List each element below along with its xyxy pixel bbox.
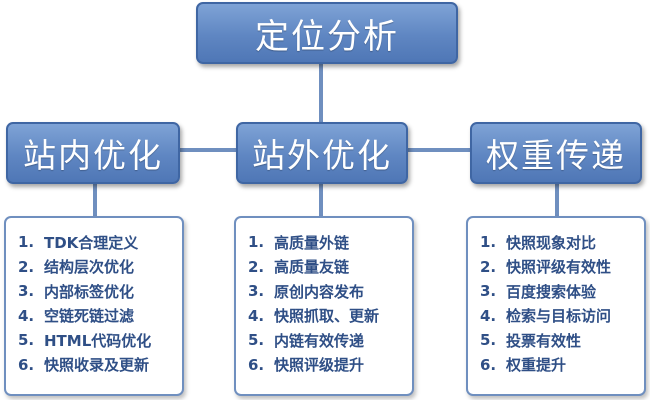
item-number: 4. [18,306,35,325]
item-text: 百度搜索体验 [506,282,597,301]
item-number: 4. [480,306,497,325]
connector-branch-1-down [93,178,97,218]
item-list: 1. 快照现象对比 2. 快照评级有效性 3. 百度搜索体验 4. 检索与目标访问 5.… [480,230,644,377]
item-text: 权重提升 [506,356,567,374]
list-item: 5. 内链有效传递 [248,328,412,352]
item-text: 快照评级有效性 [506,258,612,276]
list-item: 6. 权重提升 [480,353,644,377]
list-item: 3. 原创内容发布 [248,279,412,303]
item-number: 3. [18,282,35,300]
list-item: 1. 高质量外链 [248,230,412,254]
root-label: 定位分析 [255,16,399,57]
connector-branch-3-down [555,178,559,218]
item-text: 检索与目标访问 [506,307,612,325]
list-box-site-external: 1. 高质量外链 2. 高质量友链 3. 原创内容发布 4. 快照抓取、更新 5. 内链有… [234,216,414,396]
list-item: 4. 空链死链过滤 [18,304,182,328]
item-number: 1. [18,233,35,251]
list-item: 1. 快照现象对比 [480,230,644,254]
item-list: 1. TDK合理定义 2. 结构层次优化 3. 内部标签优化 4. 空链死链过滤 5. H… [18,230,182,377]
item-text: 内链有效传递 [274,331,365,350]
item-text: 空链死链过滤 [44,307,135,325]
list-item: 3. 百度搜索体验 [480,279,644,303]
item-text: 结构层次优化 [44,258,135,276]
item-text: 投票有效性 [506,331,582,350]
branch-label: 站内优化 [23,136,163,175]
item-number: 3. [480,282,497,300]
list-item: 2. 快照评级有效性 [480,255,644,279]
branch-label: 权重传递 [486,136,626,175]
root-node: 定位分析 [196,2,458,64]
item-number: 6. [18,355,35,374]
list-item: 3. 内部标签优化 [18,279,182,303]
item-number: 1. [480,233,497,251]
list-item: 5. 投票有效性 [480,328,644,352]
list-item: 6. 快照评级提升 [248,353,412,377]
item-text: 高质量友链 [274,258,350,276]
list-box-weight-transfer: 1. 快照现象对比 2. 快照评级有效性 3. 百度搜索体验 4. 检索与目标访问 5.… [466,216,646,396]
connector-branch-2-down [319,178,323,218]
item-text: 快照抓取、更新 [274,307,380,325]
item-text: 快照现象对比 [506,233,597,252]
list-item: 1. TDK合理定义 [18,230,182,254]
item-list: 1. 高质量外链 2. 高质量友链 3. 原创内容发布 4. 快照抓取、更新 5. 内链有… [248,230,412,377]
branch-node-site-external: 站外优化 [236,122,408,184]
list-item: 4. 检索与目标访问 [480,304,644,328]
item-text: 内部标签优化 [44,282,135,301]
item-number: 5. [18,331,35,349]
item-text: HTML代码优化 [44,331,152,350]
item-number: 1. [248,233,265,251]
item-number: 6. [248,355,265,374]
item-number: 2. [248,257,265,276]
branch-label: 站外优化 [252,136,392,175]
item-number: 4. [248,306,265,325]
list-item: 5. HTML代码优化 [18,328,182,352]
connector-root-down [319,58,323,122]
item-number: 2. [480,257,497,276]
list-item: 6. 快照收录及更新 [18,353,182,377]
list-box-site-internal: 1. TDK合理定义 2. 结构层次优化 3. 内部标签优化 4. 空链死链过滤 5. H… [4,216,184,396]
list-item: 4. 快照抓取、更新 [248,304,412,328]
item-number: 2. [18,257,35,276]
branch-node-site-internal: 站内优化 [6,122,180,184]
item-number: 5. [248,331,265,349]
item-number: 3. [248,282,265,300]
list-item: 2. 结构层次优化 [18,255,182,279]
item-text: 快照收录及更新 [44,356,150,374]
item-text: 原创内容发布 [274,282,365,301]
item-text: 快照评级提升 [274,356,365,374]
item-text: 高质量外链 [274,233,350,252]
item-number: 5. [480,331,497,349]
item-text: TDK合理定义 [44,233,139,252]
branch-node-weight-transfer: 权重传递 [470,122,642,184]
item-number: 6. [480,355,497,374]
list-item: 2. 高质量友链 [248,255,412,279]
